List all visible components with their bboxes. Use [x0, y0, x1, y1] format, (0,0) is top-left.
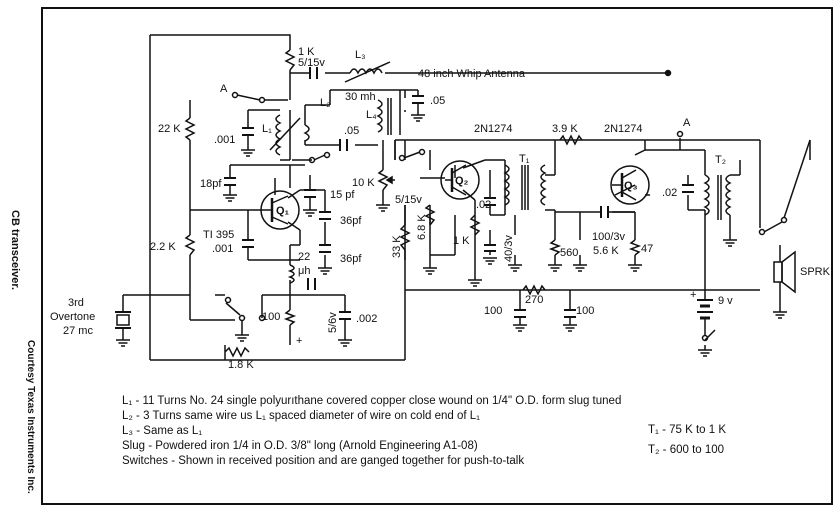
label-cap-36pf-b: 36pf [340, 253, 362, 265]
label-q2-type: 2N1274 [474, 123, 513, 135]
label-cap-05-right: .05 [430, 95, 445, 107]
label-cap-100-a: 100 [484, 305, 502, 317]
label-l22uh-a: 22 [298, 251, 310, 263]
label-cap-100-b: 100 [576, 305, 594, 317]
note-line: L₃ - Same as L₁ [122, 425, 202, 437]
label-r-18k: 1.8 K [228, 359, 254, 371]
label-speaker: SPRK [800, 266, 831, 278]
label-cap-36pf-a: 36pf [340, 215, 362, 227]
label-r-100: 100 [262, 311, 280, 323]
inductors [269, 61, 732, 284]
label-cap-5-15v-a: 5/15v [298, 57, 325, 69]
label-l30mh: 30 mh [345, 91, 376, 103]
label-q3: Q₃ [624, 180, 638, 192]
label-cap-40-3v: 40/3v [503, 235, 515, 262]
pot-10k [377, 169, 395, 191]
label-antenna: 48 inch Whip Antenna [418, 68, 526, 80]
transistor-q2 [440, 160, 480, 200]
label-r-56k: 5.6 K [593, 245, 619, 257]
note-line: Switches - Shown in received position an… [122, 455, 524, 467]
label-plus-b: + [690, 289, 696, 301]
battery [697, 299, 716, 342]
label-cap-002: .002 [356, 313, 377, 325]
label-t2: T₂ [715, 154, 726, 166]
label-ti395: TI 395 [203, 229, 234, 241]
label-cap-15pf: 15 pf [330, 189, 355, 201]
wires [122, 34, 811, 361]
label-q2: Q₂ [455, 175, 469, 187]
label-q1: Q₁ [276, 205, 290, 217]
resistors [184, 49, 642, 358]
label-r-22k: 22 K [158, 123, 181, 135]
label-cap-02-left: .02 [476, 199, 491, 211]
transformer-note-t2: T₂ - 600 to 100 [648, 444, 724, 456]
label-crystal-2: Overtone [50, 311, 95, 323]
label-r-39k: 3.9 K [552, 123, 578, 135]
note-line: L₂ - 3 Turns same wire us L₁ spaced diam… [122, 410, 480, 422]
note-line: Slug - Powdered iron 1/4 in O.D. 3/8" lo… [122, 440, 478, 452]
note-line: L₁ - 11 Turns No. 24 single polyurıthane… [122, 395, 621, 407]
label-r-1k-top: 1 K [298, 46, 315, 58]
label-cap-001-left: .001 [214, 134, 235, 146]
label-crystal-3: 27 mc [63, 325, 93, 337]
label-cap-05-mid: .05 [344, 125, 359, 137]
transformer-note-t1: T₁ - 75 K to 1 K [648, 424, 726, 436]
notes-block: L₁ - 11 Turns No. 24 single polyurıthane… [122, 395, 726, 467]
speaker-icon [773, 250, 796, 294]
label-r-68k: 6.8 K [416, 214, 428, 240]
label-cap-100-3v: 100/3v [592, 231, 626, 243]
label-crystal-1: 3rd [68, 297, 84, 309]
label-battery: 9 v [718, 295, 733, 307]
label-pot-10k: 10 K [352, 177, 375, 189]
figure-border [41, 7, 833, 505]
label-t1: T₁ [519, 153, 530, 165]
label-point-a-left: A [220, 83, 228, 95]
label-cap-5-6v: 5/6v [327, 312, 339, 333]
label-r-33k: 33 K [391, 235, 403, 258]
label-r-22k-b: 2.2 K [150, 241, 176, 253]
label-plus-a: + [296, 335, 302, 347]
label-l2: L₂ [320, 97, 330, 109]
label-l4: L₄ [366, 109, 377, 121]
label-l22uh-b: μh [298, 265, 310, 277]
label-r-270: 270 [525, 294, 543, 306]
transistor-q1 [260, 190, 300, 230]
label-r-47: 47 [641, 243, 653, 255]
label-q3-type: 2N1274 [604, 123, 643, 135]
side-courtesy: Courtesy Texas Instruments Inc. [25, 340, 36, 494]
label-point-a-right: A [683, 117, 691, 129]
label-cap-02-right: .02 [662, 187, 677, 199]
label-l3: L₃ [355, 49, 366, 61]
label-r-560: 560 [560, 247, 578, 259]
capacitors [224, 67, 694, 320]
transistor-q3 [610, 165, 650, 205]
label-r-1k-mid: 1 K [453, 235, 470, 247]
label-cap-18pf: 18pf [200, 178, 222, 190]
crystal [115, 311, 131, 329]
side-caption: CB transceiver. [9, 210, 21, 290]
component-labels: 1 K 5/15v L₃ 48 inch Whip Antenna A L₂ 3… [50, 46, 831, 371]
label-cap-001-q1: .001 [212, 243, 233, 255]
label-l1: L₁ [262, 123, 272, 135]
label-cap-5-15v-b: 5/15v [395, 194, 422, 206]
